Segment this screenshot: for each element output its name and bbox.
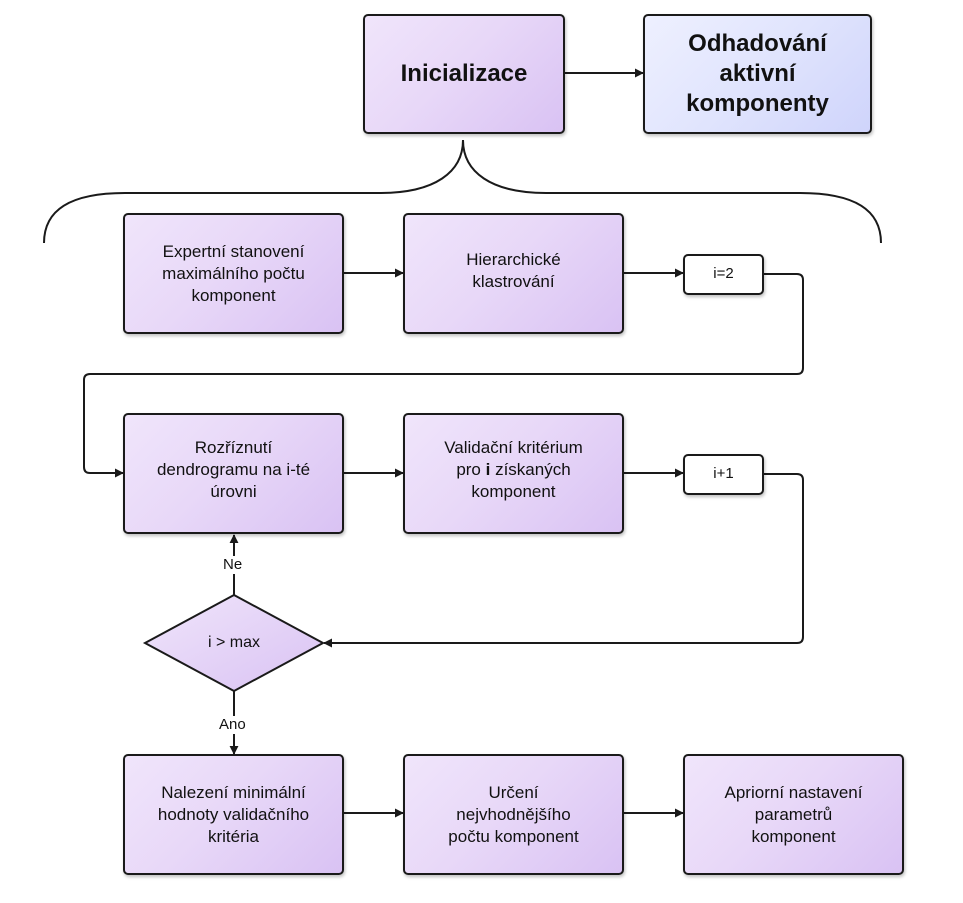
decision-label: i > max [207,634,260,651]
node-find-minimum: Nalezení minimální hodnoty validačního k… [123,754,344,875]
validation-pre: pro [456,460,486,479]
validation-post: získaných [490,460,571,479]
edge-label-no: Ne [221,556,245,574]
node-apriori-parameters: Apriorní nastavení parametrů komponent [683,754,904,875]
node-determine-best-count: Určení nejvhodnějšího počtu komponent [403,754,624,875]
grouping-brace [43,139,882,244]
node-i-equals-2: i=2 [683,254,764,295]
validation-line-3: komponent [471,482,556,501]
node-active-component-estimation: Odhadování aktivní komponenty [643,14,872,134]
node-initialization: Inicializace [363,14,565,134]
node-hierarchical-clustering: Hierarchické klastrování [403,213,624,334]
node-validation-criterion: Validační kritérium pro i získaných komp… [403,413,624,534]
edge-iplus-to-decision [323,473,804,648]
validation-bold-i: i [485,460,491,479]
edge-label-yes: Ano [217,716,248,734]
validation-line-1: Validační kritérium [444,438,583,457]
node-dendrogram-cut: Rozříznutí dendrogramu na i-té úrovni [123,413,344,534]
node-expert-max-components: Expertní stanovení maximálního počtu kom… [123,213,344,334]
node-i-plus-1: i+1 [683,454,764,495]
edge-i2-to-cut [83,273,804,478]
